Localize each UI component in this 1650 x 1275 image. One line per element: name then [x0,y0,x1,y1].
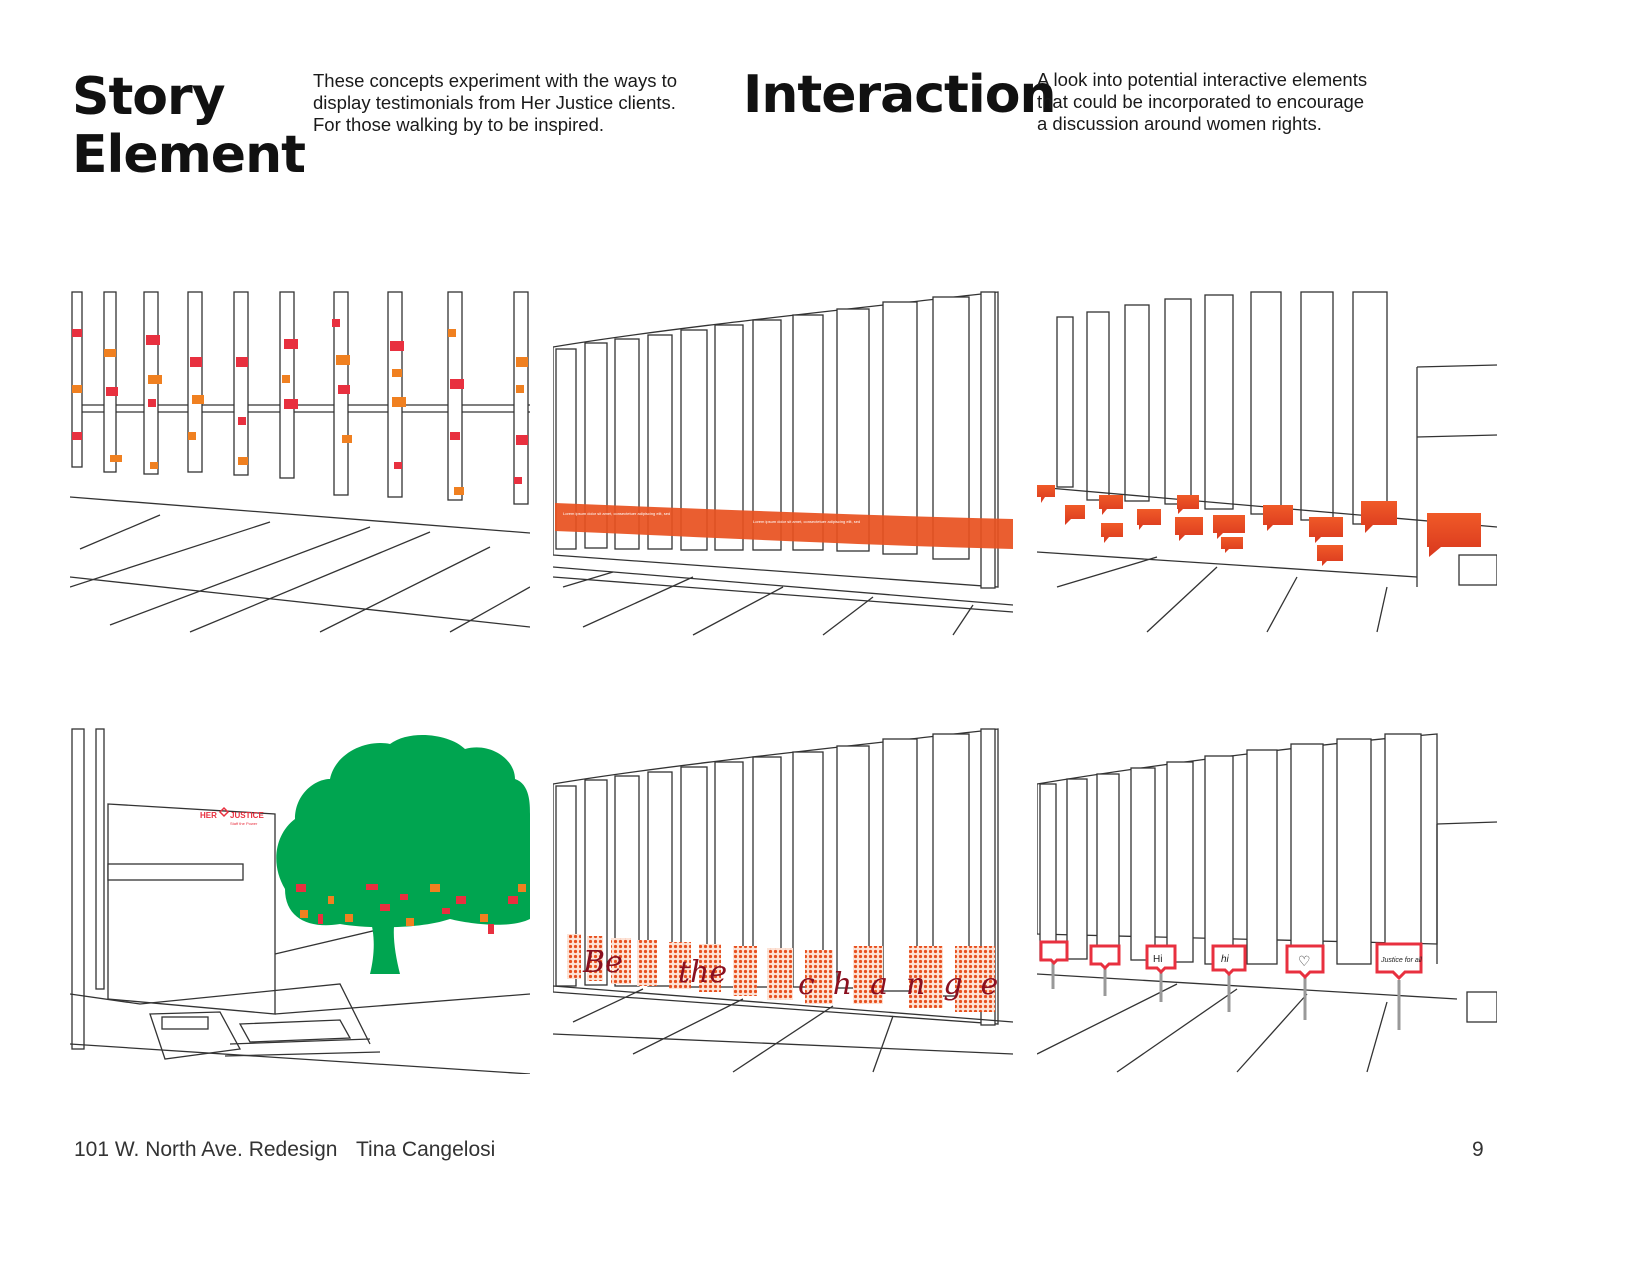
the-word: the [678,955,727,990]
panel-be-the-change: Be the change [553,724,1013,1074]
story-title-line1: Story [72,67,226,127]
tree-illustration [276,734,530,974]
logo-diamond-icon [218,806,230,818]
posts-flags-sketch [70,291,530,633]
banner-text-sample: Lorem ipsum dolor sit amet, consectetuer… [563,511,670,516]
interaction-heading: Interaction [743,65,1056,125]
be-the-change-sketch: Be the change [553,728,1013,1073]
message-signs-sketch: Hi hi ♡ Justice for all [1037,733,1497,1073]
her-justice-logo: HER JUSTICE Staff the Power [200,806,264,826]
story-description: These concepts experiment with the ways … [313,70,678,135]
flag-markers [72,319,528,495]
panel-speech-bubbles [1037,287,1497,637]
tree-wall-sketch: HER JUSTICE Staff the Power [70,728,530,1074]
logo-tagline: Staff the Power [230,821,258,826]
sign-poles [1051,960,1401,1030]
banner-text-sample-2: Lorem ipsum dolor sit amet, consectetuer… [753,519,860,524]
page-number: 9 [1472,1138,1484,1161]
facade-banner-sketch: Lorem ipsum dolor sit amet, consectetuer… [553,291,1013,636]
panel-facade-banner: Lorem ipsum dolor sit amet, consectetuer… [553,287,1013,637]
testimonial-banner [555,503,1013,549]
panel-her-justice-tree: HER JUSTICE Staff the Power [70,724,530,1074]
sign-text-5: ♡ [1298,953,1311,969]
message-signs: Hi hi ♡ Justice for all [1039,940,1423,981]
panel-posts-with-flags [70,287,530,637]
speech-bubbles-sketch [1037,291,1497,633]
dotted-panels [567,934,995,1012]
tree-notes [296,884,526,934]
sign-text-4: hi [1221,954,1230,965]
story-title-line2: Element [72,125,306,185]
panel-message-signs: Hi hi ♡ Justice for all [1037,724,1497,1074]
logo-justice: JUSTICE [230,811,264,820]
logo-her: HER [200,811,217,820]
change-word: change [798,967,1013,1002]
be-word: Be [582,945,623,980]
sign-text-3: Hi [1153,954,1162,965]
footer-project: 101 W. North Ave. Redesign [74,1138,338,1161]
story-element-heading: Story Element [72,67,306,185]
footer-author: Tina Cangelosi [356,1138,496,1161]
sign-text-6: Justice for all [1380,957,1422,964]
speech-bubbles [1037,485,1481,566]
interaction-description: A look into potential interactive elemen… [1037,69,1368,134]
